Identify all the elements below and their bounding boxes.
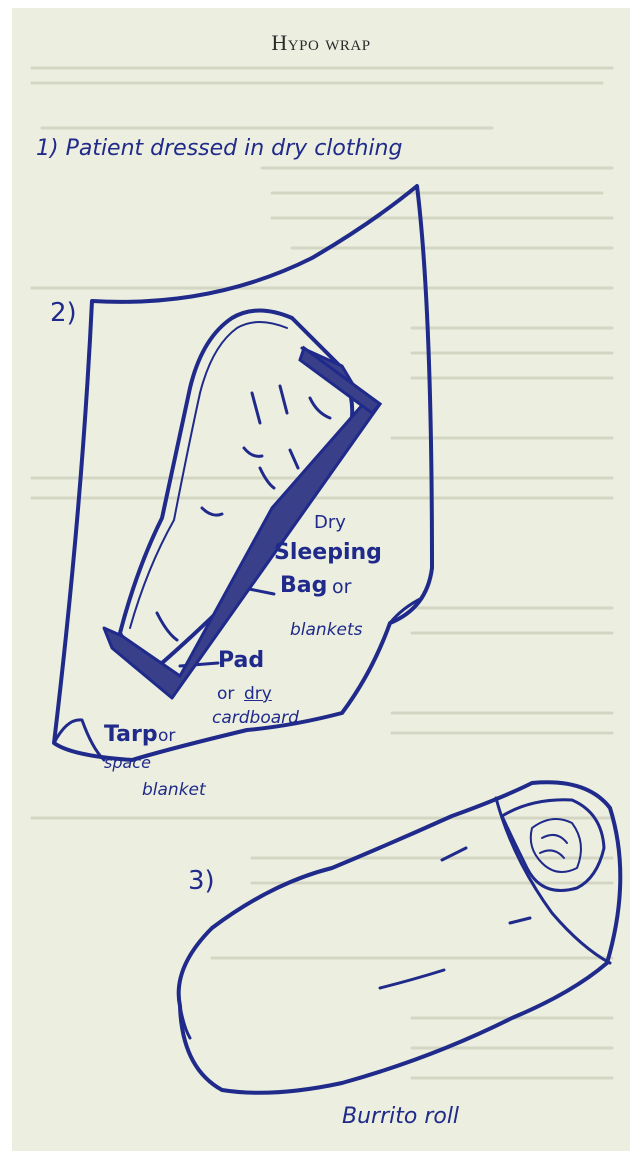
bag-crease-6 <box>202 508 222 515</box>
label-space: space <box>104 753 151 772</box>
label-bag-or: or <box>332 576 351 598</box>
label-blanket: blanket <box>142 780 206 800</box>
label-pad: Pad <box>218 648 264 673</box>
tarp-corner <box>390 598 422 623</box>
bag-crease-5 <box>290 450 298 468</box>
step-1-text: 1) Patient dressed in dry clothing <box>36 136 402 161</box>
label-blankets: blankets <box>290 620 363 640</box>
tarp-outline <box>54 186 432 760</box>
burrito-opening <box>502 800 604 891</box>
notebook-page: Hypo wrap <box>12 8 630 1151</box>
label-pad-or: or <box>217 684 234 704</box>
label-tarp: Tarp <box>104 722 158 747</box>
label-pad-dry: dry <box>244 684 272 704</box>
step-2-number: 2) <box>50 298 77 328</box>
label-burrito-roll: Burrito roll <box>342 1104 459 1129</box>
bag-crease-3 <box>310 398 330 418</box>
label-sleeping: Sleeping <box>274 540 382 565</box>
burrito-mark-3 <box>380 970 444 988</box>
bag-crease-2 <box>280 386 287 413</box>
step-3-number: 3) <box>188 866 215 896</box>
burrito-roll-outline <box>179 782 621 1092</box>
burrito-wrap-seam <box>496 798 610 963</box>
burrito-mark-2 <box>510 918 530 923</box>
bag-crease-1 <box>252 393 260 423</box>
label-cardboard: cardboard <box>212 708 299 728</box>
burrito-face-detail <box>540 835 567 858</box>
label-tarp-or: or <box>158 726 175 746</box>
burrito-face <box>531 819 581 872</box>
bag-crease-4 <box>244 448 262 456</box>
bag-crease-7 <box>260 468 274 488</box>
bag-crease-8 <box>157 613 177 640</box>
burrito-mark-1 <box>442 848 466 860</box>
label-dry: Dry <box>314 512 346 533</box>
label-bag: Bag <box>280 573 327 598</box>
